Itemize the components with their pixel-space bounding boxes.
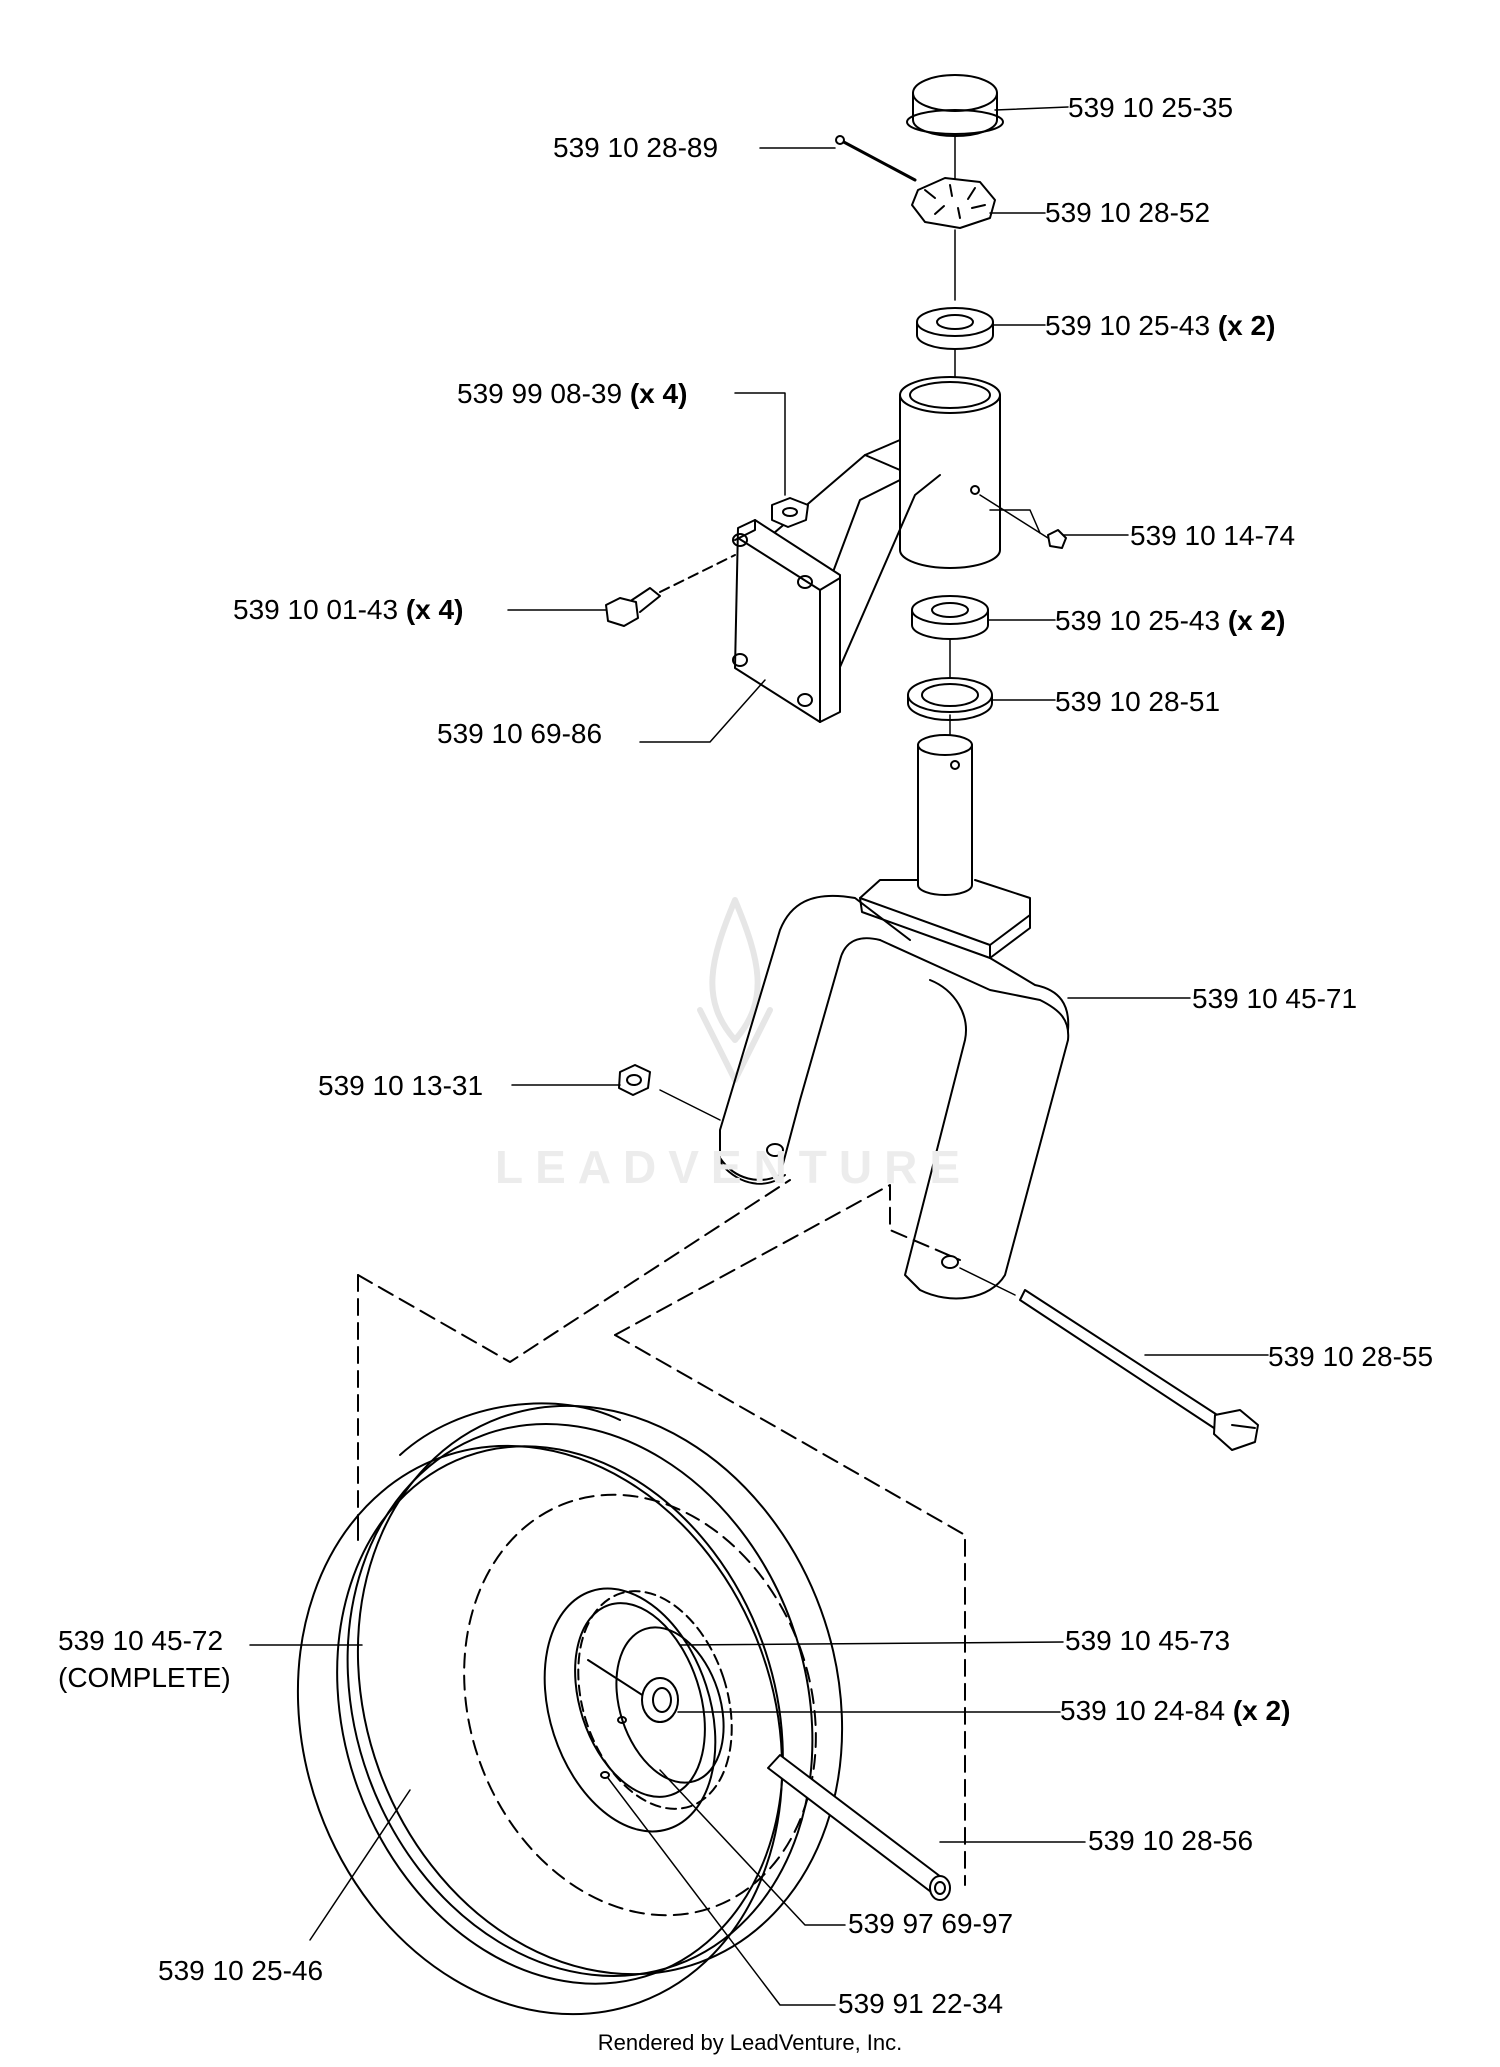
part-label-539-97-69-97: 539 97 69-97	[848, 1908, 1014, 1939]
part-label-539-10-69-86: 539 10 69-86	[437, 718, 603, 749]
fork-nut	[618, 1064, 721, 1121]
part-label-539-10-28-52: 539 10 28-52	[1045, 197, 1211, 228]
part-label-complete: (COMPLETE)	[58, 1662, 231, 1693]
axle-bolt	[959, 1267, 1259, 1451]
seal	[907, 677, 993, 721]
part-label-539-10-24-84: 539 10 24-84 (x 2)	[1060, 1695, 1291, 1726]
caster-fork	[719, 734, 1070, 1300]
watermark-text: LEADVENTURE	[495, 1141, 973, 1193]
castle-nut	[911, 177, 996, 229]
flange-nut	[771, 497, 809, 528]
part-label-539-10-25-46: 539 10 25-46	[158, 1955, 324, 1986]
assembly-lines	[357, 1179, 966, 1886]
grease-cap	[906, 74, 1004, 137]
part-label-539-10-45-73: 539 10 45-73	[1065, 1625, 1231, 1656]
part-label-539-10-28-51: 539 10 28-51	[1055, 686, 1221, 717]
part-label-539-10-14-74: 539 10 14-74	[1130, 520, 1296, 551]
part-label-539-10-25-43-upper: 539 10 25-43 (x 2)	[1045, 310, 1276, 341]
part-label-539-99-08-39: 539 99 08-39 (x 4)	[457, 378, 688, 409]
rendered-by-footer: Rendered by LeadVenture, Inc.	[597, 2030, 903, 2055]
mounting-plate	[732, 519, 841, 723]
part-label-539-10-45-72: 539 10 45-72	[58, 1625, 224, 1656]
grease-fitting	[979, 494, 1067, 549]
part-label-539-10-25-35: 539 10 25-35	[1068, 92, 1234, 123]
lower-bearing	[911, 595, 989, 640]
part-label-539-10-28-56: 539 10 28-56	[1088, 1825, 1254, 1856]
part-label-539-91-22-34: 539 91 22-34	[838, 1988, 1004, 2019]
upper-bearing	[916, 307, 994, 350]
wheel-bearing	[587, 1659, 679, 1779]
part-label-539-10-25-43-lower: 539 10 25-43 (x 2)	[1055, 605, 1286, 636]
wheel-rim	[543, 1587, 733, 1833]
cotter-pin	[835, 135, 917, 182]
leader-lines	[249, 106, 1269, 2006]
part-label-539-10-45-71: 539 10 45-71	[1192, 983, 1358, 1014]
part-label-539-10-28-89: 539 10 28-89	[553, 132, 719, 163]
part-label-539-10-01-43: 539 10 01-43 (x 4)	[233, 594, 464, 625]
part-label-539-10-28-55: 539 10 28-55	[1268, 1341, 1434, 1372]
watermark-logo	[697, 897, 773, 1083]
hex-bolt	[605, 554, 736, 627]
spacer-tube	[767, 1754, 951, 1901]
part-label-539-10-13-31: 539 10 13-31	[318, 1070, 484, 1101]
